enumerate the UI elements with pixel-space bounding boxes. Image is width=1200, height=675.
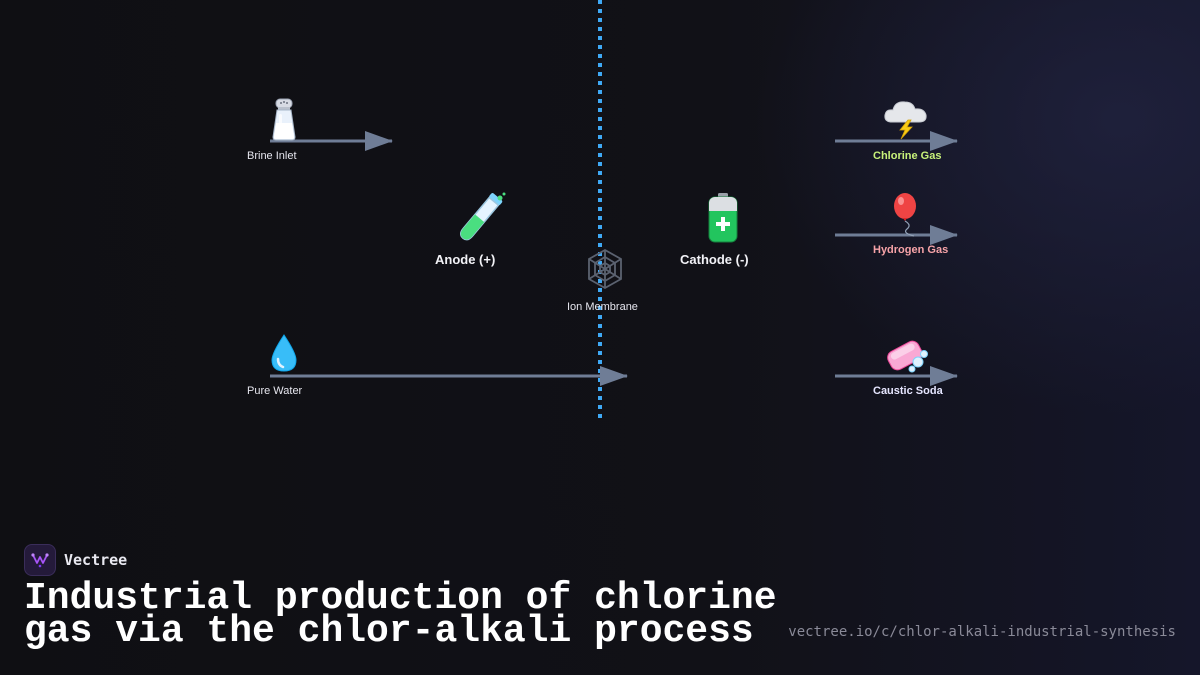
cathode-label: Cathode (-) [680, 252, 749, 267]
salt-shaker-icon [268, 97, 300, 141]
brand-name: Vectree [64, 551, 128, 569]
test-tube-icon [450, 192, 508, 246]
pure-water-label: Pure Water [247, 385, 303, 397]
balloon-icon [890, 192, 924, 238]
battery-icon [706, 192, 740, 244]
source-url: vectree.io/c/chlor-alkali-industrial-syn… [788, 624, 1176, 640]
soap-icon [882, 334, 930, 374]
chlorine-gas-label: Chlorine Gas [873, 150, 942, 162]
brand: Vectree [24, 544, 127, 576]
hydrogen-gas-label: Hydrogen Gas [873, 244, 949, 256]
caustic-soda-label: Caustic Soda [873, 385, 943, 397]
cloud-lightning-icon [882, 98, 930, 140]
anode-label: Anode (+) [435, 252, 496, 267]
ion-membrane-label: Ion Membrane [567, 301, 638, 313]
brand-logo-icon [24, 544, 56, 576]
droplet-icon [270, 333, 298, 373]
spider-web-icon [584, 248, 626, 290]
brine-inlet-label: Brine Inlet [247, 150, 297, 162]
page-title: Industrial production of chlorine gas vi… [24, 577, 777, 653]
